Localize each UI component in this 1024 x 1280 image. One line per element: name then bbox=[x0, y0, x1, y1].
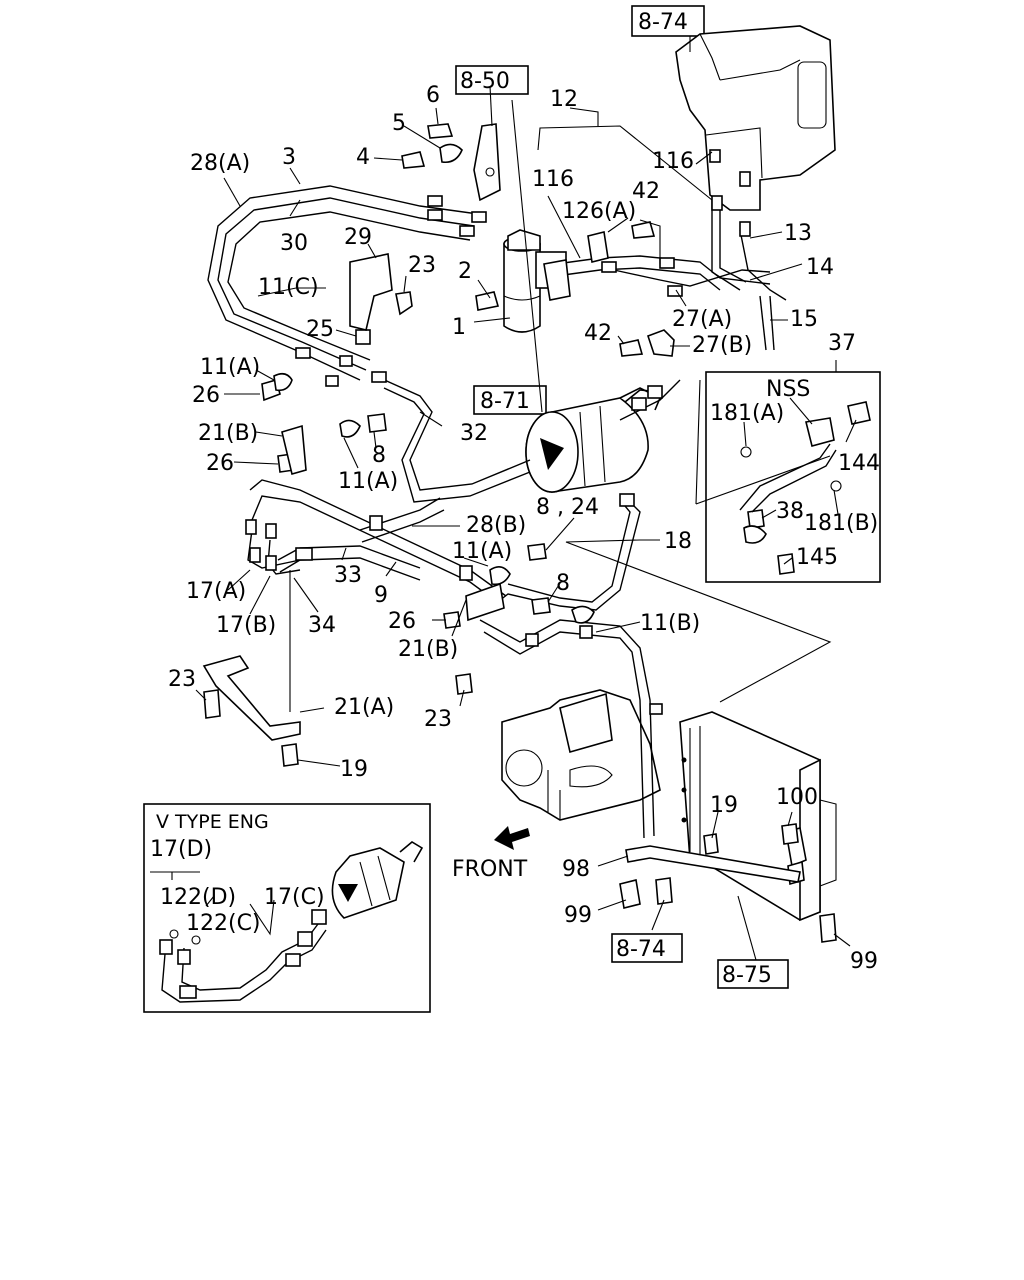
v-type-eng-inset: V TYPE ENG 17(D) 122(D) 17(C) 122(C) bbox=[143, 803, 431, 1013]
callout-38: 38 bbox=[776, 499, 804, 524]
callout-26-top: 26 bbox=[192, 383, 220, 408]
callout-21a: 21(A) bbox=[334, 695, 394, 720]
ref-box-8-74-bottom[interactable]: 8-74 bbox=[611, 933, 683, 963]
callout-99-left: 99 bbox=[564, 903, 592, 928]
condenser bbox=[679, 711, 837, 922]
callout-21b-2: 21(B) bbox=[398, 637, 458, 662]
inset-callout-17c: 17(C) bbox=[264, 885, 325, 910]
front-direction-indicator: FRONT bbox=[452, 826, 530, 882]
callout-99-right: 99 bbox=[850, 949, 878, 974]
evaporator-unit bbox=[675, 25, 836, 211]
callout-17a: 17(A) bbox=[186, 579, 246, 604]
callout-15: 15 bbox=[790, 307, 818, 332]
callout-181a: 181(A) bbox=[710, 401, 784, 426]
svg-text:8-50: 8-50 bbox=[460, 69, 510, 94]
callout-23-left: 23 bbox=[168, 667, 196, 692]
inset-callout-122c: 122(C) bbox=[186, 911, 261, 936]
leader-lines bbox=[195, 36, 857, 961]
callout-17b: 17(B) bbox=[216, 613, 276, 638]
callout-30: 30 bbox=[280, 231, 308, 256]
callout-13: 13 bbox=[784, 221, 812, 246]
callout-21b-1: 21(B) bbox=[198, 421, 258, 446]
callout-98: 98 bbox=[562, 857, 590, 882]
callout-12: 12 bbox=[550, 87, 578, 112]
callout-18: 18 bbox=[664, 529, 692, 554]
inset-callout-17d: 17(D) bbox=[150, 837, 212, 862]
callout-11b: 11(B) bbox=[640, 611, 700, 636]
callout-26-low: 26 bbox=[388, 609, 416, 634]
callout-nss: NSS bbox=[766, 377, 810, 402]
callout-28a: 28(A) bbox=[190, 151, 250, 176]
callout-8-upper: 8 bbox=[372, 443, 386, 468]
compressor bbox=[525, 387, 662, 493]
ref-box-8-71[interactable]: 8-71 bbox=[473, 385, 547, 415]
ref-box-8-75[interactable]: 8-75 bbox=[717, 959, 789, 989]
callout-labels: 6 5 4 28(A) 3 30 12 116 116 42 126(A) 13… bbox=[168, 83, 880, 974]
ref-box-8-74-top[interactable]: 8-74 bbox=[631, 5, 705, 37]
callout-3: 3 bbox=[282, 145, 296, 170]
callout-8-lower: 8 bbox=[556, 571, 570, 596]
front-label: FRONT bbox=[452, 857, 528, 882]
callout-29: 29 bbox=[344, 225, 372, 250]
callout-28b: 28(B) bbox=[466, 513, 526, 538]
engine-block bbox=[501, 689, 661, 821]
receiver-drier bbox=[503, 229, 567, 333]
callout-34: 34 bbox=[308, 613, 336, 638]
callout-6: 6 bbox=[426, 83, 440, 108]
svg-text:8-71: 8-71 bbox=[480, 389, 530, 414]
callout-32: 32 bbox=[460, 421, 488, 446]
callout-33: 33 bbox=[334, 563, 362, 588]
callout-42-top: 42 bbox=[632, 179, 660, 204]
nss-detail-frame bbox=[705, 371, 881, 583]
fasteners bbox=[202, 123, 871, 943]
callout-25: 25 bbox=[306, 317, 334, 342]
svg-text:8-75: 8-75 bbox=[722, 963, 772, 988]
callout-2: 2 bbox=[458, 259, 472, 284]
inset-title: V TYPE ENG bbox=[156, 811, 269, 833]
inset-callout-122d: 122(D) bbox=[160, 885, 236, 910]
callout-14: 14 bbox=[806, 255, 834, 280]
callout-4: 4 bbox=[356, 145, 370, 170]
callout-126a: 126(A) bbox=[562, 199, 636, 224]
callout-42-mid: 42 bbox=[584, 321, 612, 346]
callout-27a: 27(A) bbox=[672, 307, 732, 332]
callout-19-left: 19 bbox=[340, 757, 368, 782]
callout-144: 144 bbox=[838, 451, 880, 476]
callout-145: 145 bbox=[796, 545, 838, 570]
front-arrow-icon bbox=[494, 826, 530, 850]
pipe-fittings bbox=[245, 149, 751, 715]
svg-text:8-74: 8-74 bbox=[616, 937, 666, 962]
callout-8-24: 8 , 24 bbox=[536, 495, 599, 520]
drier-bracket bbox=[473, 123, 501, 202]
callout-181b: 181(B) bbox=[804, 511, 878, 536]
callout-23-top: 23 bbox=[408, 253, 436, 278]
callout-5: 5 bbox=[392, 111, 406, 136]
callout-1: 1 bbox=[452, 315, 466, 340]
svg-text:8-74: 8-74 bbox=[638, 10, 688, 35]
callout-11a-2: 11(A) bbox=[338, 469, 398, 494]
callout-19-right: 19 bbox=[710, 793, 738, 818]
callout-26-mid: 26 bbox=[206, 451, 234, 476]
ref-box-8-50[interactable]: 8-50 bbox=[455, 65, 529, 95]
callout-100: 100 bbox=[776, 785, 818, 810]
callout-9: 9 bbox=[374, 583, 388, 608]
callout-116-left: 116 bbox=[532, 167, 574, 192]
callout-116-top: 116 bbox=[652, 149, 694, 174]
callout-11a-3: 11(A) bbox=[452, 539, 512, 564]
callout-11a-1: 11(A) bbox=[200, 355, 260, 380]
callout-11c: 11(C) bbox=[258, 275, 319, 300]
callout-27b: 27(B) bbox=[692, 333, 752, 358]
callout-37: 37 bbox=[828, 331, 856, 356]
callout-23-low: 23 bbox=[424, 707, 452, 732]
